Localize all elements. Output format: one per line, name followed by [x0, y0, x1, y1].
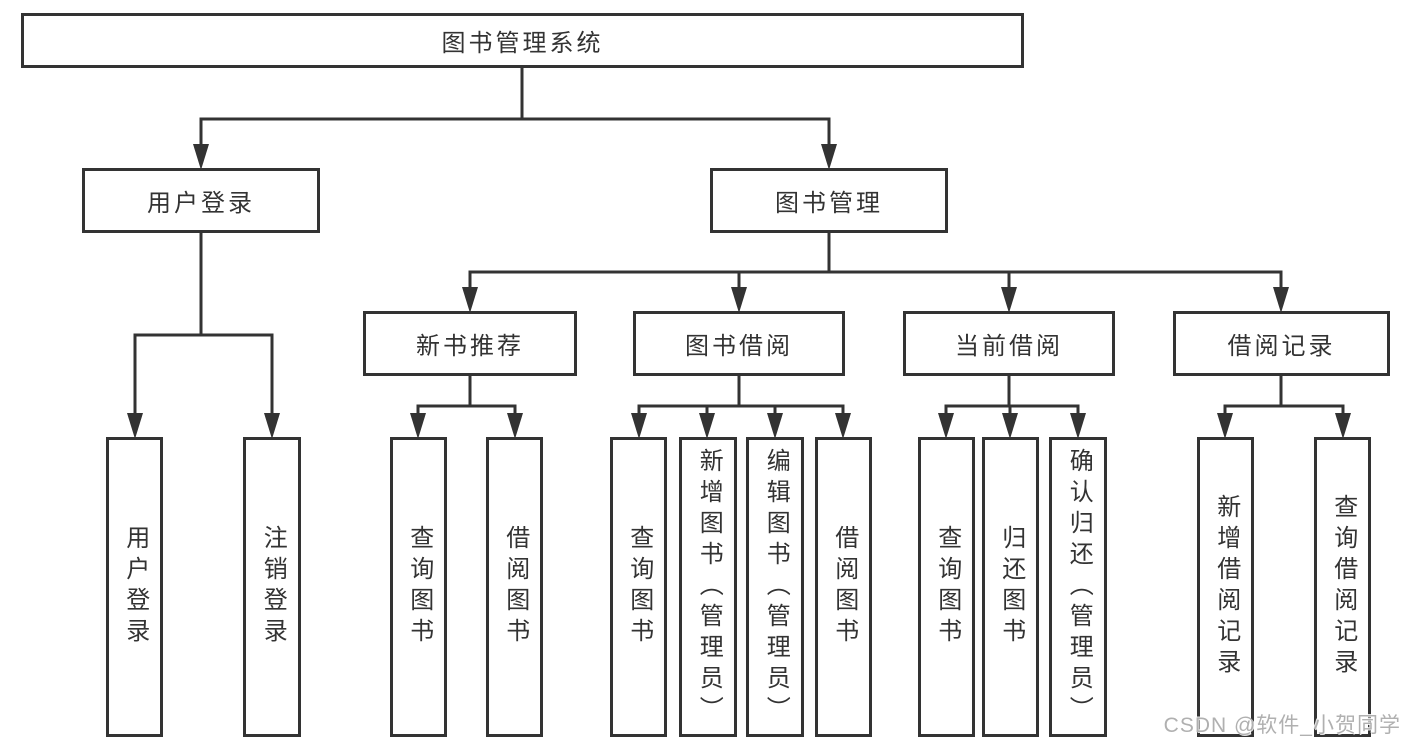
- node-new-book-recommendation: 新书推荐: [363, 311, 577, 376]
- node-library-management-system: 图书管理系统: [21, 13, 1024, 68]
- node-leaf-add-borrow-record: 新增借阅记录: [1197, 437, 1254, 737]
- node-leaf-query-borrow-record-label: 查询借阅记录: [1329, 494, 1357, 680]
- node-borrowing-records: 借阅记录: [1173, 311, 1390, 376]
- node-leaf-logout: 注销登录: [243, 437, 301, 737]
- node-leaf-query-books-3: 查询图书: [918, 437, 975, 737]
- node-book-borrowing: 图书借阅: [633, 311, 845, 376]
- node-leaf-add-books-admin: 新增图书（管理员）: [679, 437, 737, 737]
- node-leaf-user-login: 用户登录: [106, 437, 163, 737]
- node-leaf-borrow-books-2-label: 借阅图书: [830, 525, 858, 649]
- node-leaf-logout-label: 注销登录: [259, 525, 287, 649]
- node-book-management: 图书管理: [710, 168, 948, 233]
- node-leaf-query-books-1: 查询图书: [390, 437, 447, 737]
- node-leaf-add-books-admin-label: 新增图书（管理员）: [695, 447, 723, 727]
- node-leaf-borrow-books-2: 借阅图书: [815, 437, 872, 737]
- node-leaf-borrow-books-1: 借阅图书: [486, 437, 543, 737]
- node-leaf-add-borrow-record-label: 新增借阅记录: [1212, 494, 1240, 680]
- node-leaf-query-books-1-label: 查询图书: [405, 525, 433, 649]
- node-leaf-confirm-return-admin-label: 确认归还（管理员）: [1065, 447, 1093, 727]
- node-current-borrowing: 当前借阅: [903, 311, 1115, 376]
- node-leaf-query-books-2-label: 查询图书: [625, 525, 653, 649]
- node-user-login: 用户登录: [82, 168, 320, 233]
- node-leaf-query-books-3-label: 查询图书: [933, 525, 961, 649]
- node-leaf-confirm-return-admin: 确认归还（管理员）: [1049, 437, 1107, 737]
- node-leaf-user-login-label: 用户登录: [121, 525, 149, 649]
- node-leaf-return-books-label: 归还图书: [997, 525, 1025, 649]
- node-leaf-borrow-books-1-label: 借阅图书: [501, 525, 529, 649]
- node-leaf-edit-books-admin: 编辑图书（管理员）: [746, 437, 804, 737]
- node-leaf-query-books-2: 查询图书: [610, 437, 667, 737]
- node-leaf-query-borrow-record: 查询借阅记录: [1314, 437, 1371, 737]
- node-leaf-edit-books-admin-label: 编辑图书（管理员）: [762, 447, 790, 727]
- node-leaf-return-books: 归还图书: [982, 437, 1039, 737]
- watermark: CSDN @软件_小贺同学: [1163, 714, 1401, 737]
